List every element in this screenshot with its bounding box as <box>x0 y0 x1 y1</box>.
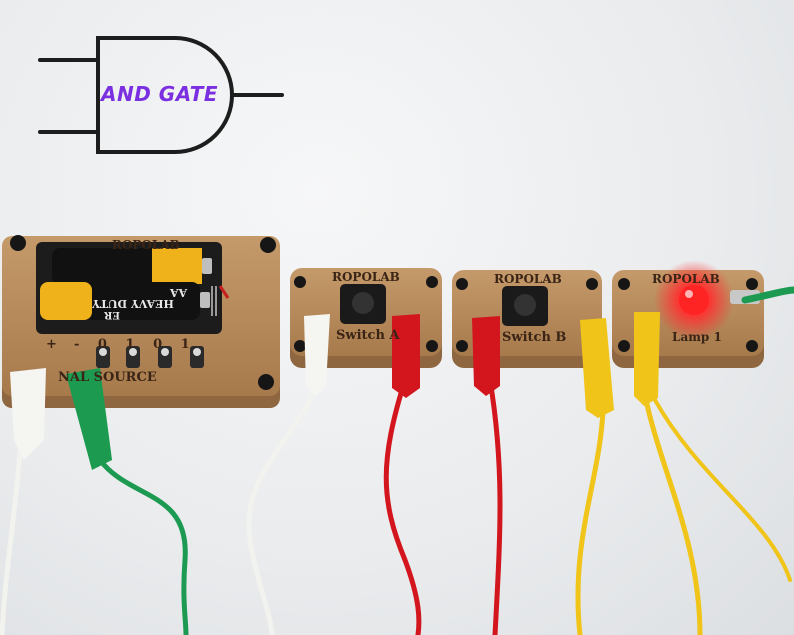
wire-red-2 <box>487 377 503 635</box>
switch-b-label: Switch B <box>502 330 567 345</box>
clip-red-1 <box>392 314 420 398</box>
lamp-brand: ROPOLAB <box>652 272 720 286</box>
clip-yellow-2 <box>634 312 660 406</box>
battery-2-band <box>40 282 92 320</box>
signal-source-label: NAL SOURCE <box>58 370 157 385</box>
battery-label-er: ER <box>104 309 120 320</box>
switch-a-brand: ROPOLAB <box>332 270 400 284</box>
alligator-clips <box>10 312 660 470</box>
clip-yellow-1 <box>580 318 614 418</box>
led-on-icon <box>679 285 709 315</box>
and-gate-symbol <box>38 36 284 154</box>
signal-source-brand: ROPOLAB <box>112 238 180 252</box>
and-gate-label: AND GATE <box>101 82 219 106</box>
signal-source-plus: + <box>46 337 57 352</box>
clip-red-2 <box>472 316 500 396</box>
switch-b-brand: ROPOLAB <box>494 272 562 286</box>
wire-white-1 <box>0 447 23 635</box>
wire-white-2 <box>246 375 321 635</box>
wire-yellow-2 <box>642 392 703 635</box>
clip-green-1 <box>66 368 112 470</box>
battery-1-band <box>152 248 202 284</box>
wire-red-1 <box>383 377 422 635</box>
lamp-label: Lamp 1 <box>672 330 722 344</box>
gate-body <box>96 36 234 154</box>
wire-green-2 <box>741 286 794 304</box>
battery-label-aa: AA <box>170 286 188 299</box>
wire-green <box>97 457 189 635</box>
switch-b-knob <box>514 294 536 316</box>
wires <box>0 286 794 635</box>
signal-source-board <box>2 235 280 408</box>
battery-spring <box>211 286 217 316</box>
switch-a-knob <box>352 292 374 314</box>
switch-a-label: Switch A <box>336 328 400 343</box>
wire-yellow-1 <box>575 407 606 635</box>
signal-source-pattern: - 0 1 0 1 <box>74 337 190 352</box>
clip-white-2 <box>304 314 330 396</box>
clip-white-1 <box>10 368 46 460</box>
